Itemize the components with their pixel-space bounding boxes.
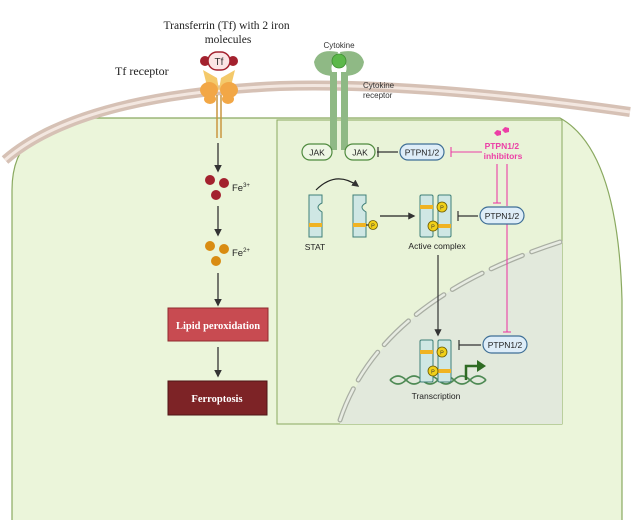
ptpn-mid-label: PTPN1/2 xyxy=(485,211,520,221)
ptpn-mid-node xyxy=(479,206,525,225)
ptpn-top-label: PTPN1/2 xyxy=(405,148,440,158)
fe3-ions-icon xyxy=(205,175,229,200)
jak-right-label: JAK xyxy=(352,148,368,158)
stat-phosphorylation-arrow xyxy=(315,178,360,191)
ptpn-bottom-node xyxy=(482,335,528,354)
cell-membrane xyxy=(1,80,631,164)
transferrin-label: Transferrin (Tf) with 2 iron molecules xyxy=(164,20,293,46)
phospho-label: P xyxy=(440,351,444,357)
tf-receptor-label: Tf receptor xyxy=(115,64,169,78)
stat-monomer-icon xyxy=(308,194,323,238)
phospho-label: P xyxy=(431,370,435,376)
cytokine-receptor-icon xyxy=(314,51,364,150)
transcription-label: Transcription xyxy=(412,391,461,401)
ptpn-inhibits-active-complex xyxy=(457,211,478,221)
active-complex-label: Active complex xyxy=(408,241,466,251)
phospho-label: P xyxy=(440,206,444,212)
ptpn-inhibits-transcription xyxy=(458,340,481,350)
cytokine-receptor-label: Cytokine receptor xyxy=(363,81,396,100)
ptpn-inhibits-jak xyxy=(377,147,398,157)
fe2-ions-icon xyxy=(205,241,229,266)
inhibitor-inhibits-ptpn-mid xyxy=(493,164,501,204)
phospho-label: P xyxy=(371,224,375,230)
ferroptosis-box xyxy=(167,380,268,416)
ptpn-top-node xyxy=(399,143,445,161)
active-complex-icon: P P xyxy=(419,194,452,238)
phospho-label: P xyxy=(431,225,435,231)
inhibitor-inhibits-ptpn-bottom xyxy=(503,164,511,333)
inhibitor-molecules-icon xyxy=(494,127,509,136)
jak-right-node xyxy=(344,143,376,161)
lipid-peroxidation-box xyxy=(167,307,269,342)
transcription-start-arrow-icon xyxy=(464,360,486,380)
jak-left-label: JAK xyxy=(309,148,325,158)
cytokine-icon xyxy=(331,53,347,69)
stat-label: STAT xyxy=(305,242,325,252)
tf-receptor-icon xyxy=(200,70,238,138)
jak-left-node xyxy=(301,143,333,161)
cytokine-label: Cytokine xyxy=(323,41,355,50)
inhibitor-inhibits-ptpn-top xyxy=(450,147,482,157)
lipid-peroxidation-label: Lipid peroxidation xyxy=(176,321,260,332)
phospho-stat-icon: P xyxy=(352,194,378,238)
tf-badge-label: Tf xyxy=(215,57,224,68)
transcription-complex-icon: P P xyxy=(419,339,452,383)
inhibitors-label: PTPN1/2 inhibitors xyxy=(484,141,523,161)
ferroptosis-label: Ferroptosis xyxy=(191,394,242,405)
fe3-label: Fe3+ xyxy=(232,183,250,194)
ptpn-bottom-label: PTPN1/2 xyxy=(488,340,523,350)
transferrin-icon: Tf xyxy=(200,51,238,71)
fe2-label: Fe2+ xyxy=(232,248,250,259)
